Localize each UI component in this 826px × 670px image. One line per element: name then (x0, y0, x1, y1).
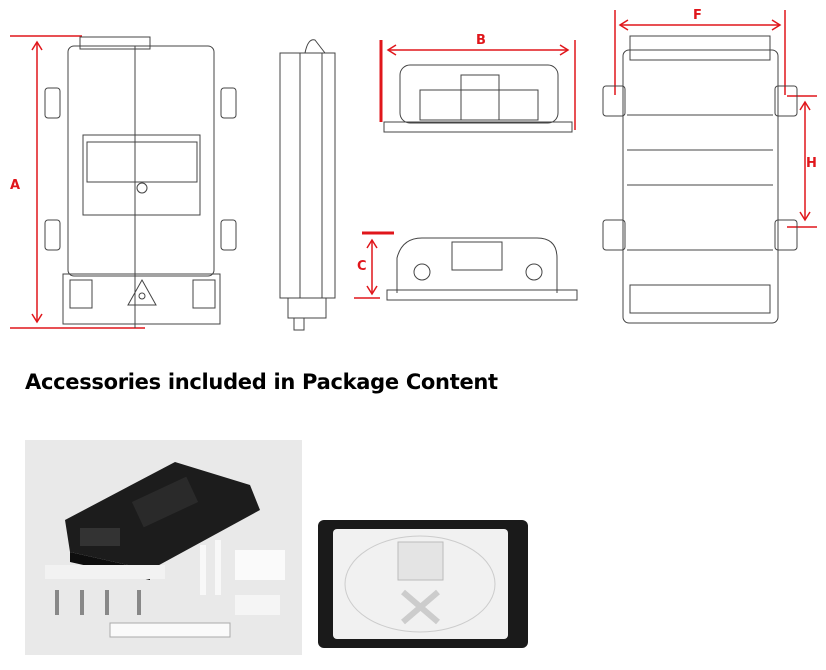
dimension-label-b: B (476, 33, 486, 48)
dimension-label-h: H (806, 156, 817, 171)
front-view-drawing (10, 35, 237, 329)
splice-tray-photo (313, 517, 530, 650)
accessories-heading: Accessories included in Package Content (25, 370, 498, 394)
dimension-label-c: C (357, 259, 367, 274)
dimension-label-f: F (693, 8, 702, 23)
side-view-drawing (279, 39, 336, 331)
back-view-drawing (602, 10, 817, 324)
end-view-drawing (354, 231, 578, 301)
top-view-drawing (379, 40, 576, 133)
dimension-label-a: A (10, 178, 21, 193)
closure-accessories-photo (25, 440, 302, 655)
